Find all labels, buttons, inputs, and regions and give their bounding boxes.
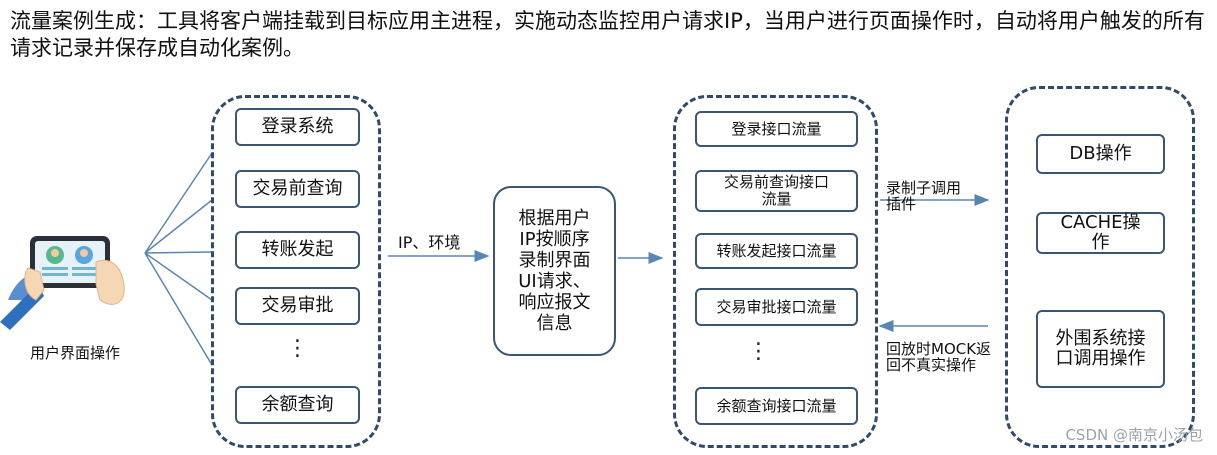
flow-login: 登录接口流量: [695, 111, 858, 147]
user-label: 用户界面操作: [30, 344, 121, 362]
backend-cache: CACHE操作: [1036, 212, 1165, 254]
arrow-label-ip: IP、环境: [398, 233, 461, 252]
record-line-2: IP按顺序: [519, 229, 590, 250]
ui-op-pre-query: 交易前查询: [235, 170, 360, 208]
backend-ops-group: [1005, 86, 1195, 448]
mock-replay-label: 回放时MOCK返回不真实操作: [886, 340, 992, 374]
flow-approval: 交易审批接口流量: [695, 288, 858, 326]
interface-flow-group: [673, 95, 878, 448]
user-tablet-icon: [0, 236, 125, 330]
ui-op-approval: 交易审批: [235, 287, 360, 325]
record-line-3: 录制界面: [518, 250, 591, 271]
backend-db: DB操作: [1036, 134, 1165, 174]
flow-transfer: 转账发起接口流量: [695, 233, 858, 269]
diagram-title: 流量案例生成：工具将客户端挂载到目标应用主进程，实施动态监控用户请求IP，当用户…: [10, 9, 1205, 60]
flow-pre-query: 交易前查询接口流量: [695, 170, 858, 212]
ui-ops-group: [211, 95, 381, 448]
flow-balance-query: 余额查询接口流量: [695, 387, 858, 425]
backend-external-call: 外围系统接口调用操作: [1036, 310, 1165, 388]
record-line-1: 根据用户: [518, 208, 591, 229]
record-line-5: 响应报文: [518, 292, 591, 313]
record-line-4: UI请求、: [518, 271, 591, 292]
watermark: CSDN @南京小汤包: [1065, 426, 1203, 444]
record-process-box: 根据用户 IP按顺序 录制界面 UI请求、 响应报文 信息: [493, 186, 616, 356]
record-line-6: 信息: [536, 313, 573, 334]
ui-op-login: 登录系统: [235, 108, 360, 146]
record-plugin-label: 录制子调用插件: [886, 179, 962, 213]
ui-ops-ellipsis: ⋮: [286, 336, 309, 361]
ui-op-transfer: 转账发起: [235, 231, 360, 269]
flow-ellipsis: ⋮: [747, 339, 770, 364]
ui-op-balance-query: 余额查询: [235, 386, 360, 424]
